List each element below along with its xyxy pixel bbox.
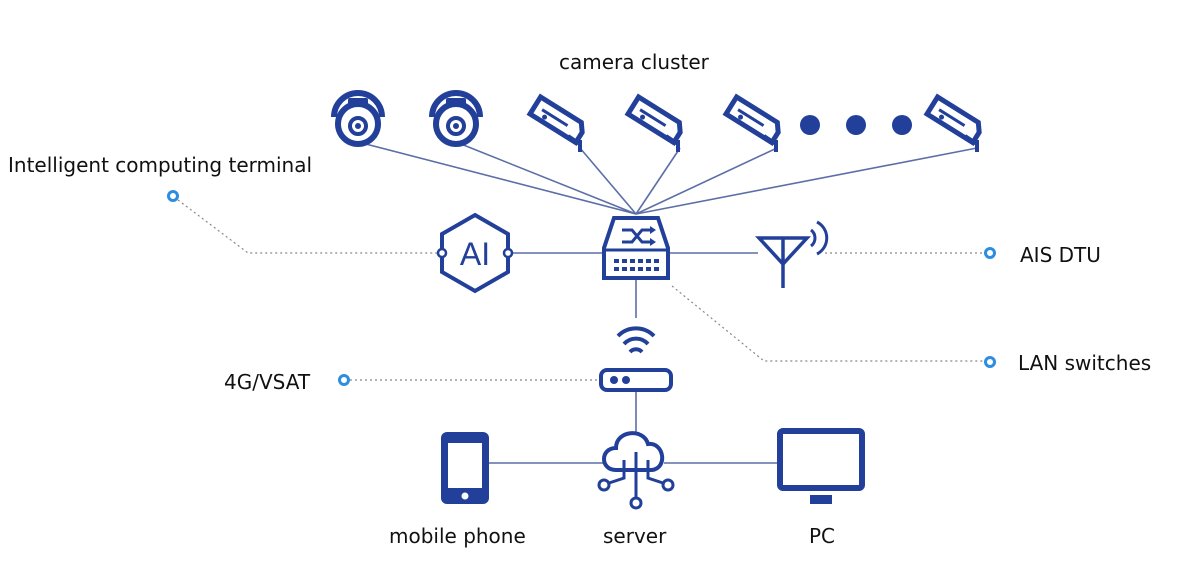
callout-dot-lan <box>984 356 996 368</box>
callout-dot-ais <box>984 247 996 259</box>
dome-camera-icon <box>429 90 483 147</box>
pc-label: PC <box>809 524 836 548</box>
lan-switches-label: LAN switches <box>1018 351 1152 375</box>
intelligent-terminal-label: Intelligent computing terminal <box>8 153 313 177</box>
mobile-phone-label: mobile phone <box>389 524 526 548</box>
callout-dots <box>167 190 996 386</box>
bullet-camera-icon <box>624 93 683 152</box>
callout-dot-terminal <box>167 190 179 202</box>
mobile-phone-icon <box>441 432 489 504</box>
bullet-camera-icon <box>526 93 585 152</box>
bullet-camera-icon <box>923 93 982 152</box>
leader-lines <box>177 199 985 381</box>
antenna-icon <box>755 220 829 288</box>
dome-camera-icon <box>331 90 385 147</box>
ellipsis-dots <box>800 115 912 135</box>
pc-monitor-icon <box>777 428 865 504</box>
wifi-router-icon <box>599 326 673 392</box>
vsat-label: 4G/VSAT <box>224 370 311 394</box>
ai-badge-text: AI <box>460 236 490 272</box>
ais-dtu-label: AIS DTU <box>1020 243 1101 267</box>
server-label: server <box>603 524 667 548</box>
camera-cluster-title: camera cluster <box>559 50 709 74</box>
cloud-server-icon <box>597 431 675 510</box>
callout-dot-vsat <box>338 374 350 386</box>
bullet-camera-icon <box>722 93 781 152</box>
connection-lines <box>357 141 978 464</box>
ai-terminal-icon: AI <box>436 212 514 294</box>
lan-switch-icon <box>602 216 670 280</box>
